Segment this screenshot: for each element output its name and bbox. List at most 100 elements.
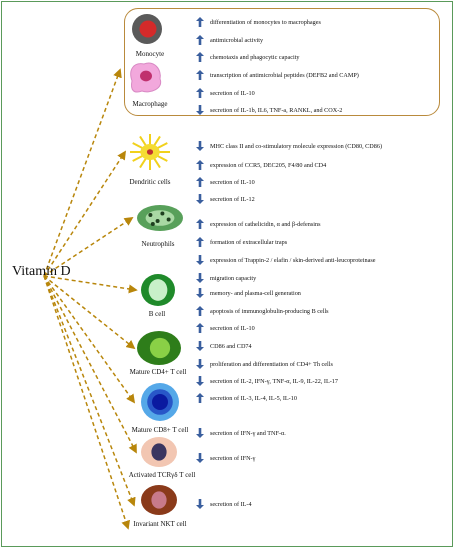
down-arrow-icon (196, 288, 204, 298)
effect-text: MHC class II and co-stimulatory molecule… (210, 142, 383, 150)
b-cell-icon (140, 273, 176, 312)
effect-row-neutrophils: expression of Trappin-2 / elafin / skin-… (196, 254, 375, 266)
cell-label-cd8: Mature CD8+ T cell (131, 426, 189, 434)
up-arrow-icon (196, 306, 204, 316)
effect-text: formation of extracellular traps (210, 238, 288, 246)
connector-arrow-6 (43, 275, 137, 454)
effect-row-dendritic: secretion of IL-12 (196, 193, 255, 205)
effect-row-bcell: CD86 and CD74 (196, 340, 252, 352)
down-arrow-icon (196, 141, 204, 151)
cell-label-macrophage: Macrophage (132, 100, 168, 108)
up-arrow-icon (196, 17, 204, 27)
effect-text: expression of CCR5, DEC205, F4/80 and CD… (210, 161, 327, 169)
up-arrow-icon (196, 219, 204, 229)
connector-arrow-2 (43, 217, 134, 277)
down-arrow-icon (196, 341, 204, 351)
effect-text: secretion of IL-4 (210, 500, 252, 508)
effect-text: expression of Trappin-2 / elafin / skin-… (210, 256, 376, 264)
cell-label-monocyte: Monocyte (135, 50, 165, 58)
effect-row-nkt: secretion of IL-4 (196, 498, 252, 510)
effect-row-neutrophils: expression of cathelicidin, α and β-defe… (196, 218, 321, 230)
cell-label-cd4: Mature CD4+ T cell (129, 368, 187, 376)
monocyte-cell-icon (130, 12, 164, 51)
down-arrow-icon (196, 376, 204, 386)
effect-row-monocyte: transcription of antimicrobial peptides … (196, 69, 359, 81)
effect-text: secretion of IL-2, IFN-γ, TNF-α, IL-9, I… (210, 377, 338, 385)
effect-row-monocyte: secretion of IL-10 (196, 87, 255, 99)
cell-label-nkt: Invariant NKT cell (133, 520, 187, 528)
up-arrow-icon (196, 70, 204, 80)
effect-row-monocyte: chemotaxis and phagocytic capacity (196, 51, 300, 63)
effect-row-neutrophils: migration capacity (196, 272, 256, 284)
connector-arrow-7 (43, 275, 136, 507)
effect-text: transcription of antimicrobial peptides … (210, 71, 359, 79)
effect-text: secretion of IL-1b, IL6, TNF-a, RANKL, a… (210, 106, 343, 114)
effect-row-cd8: secretion of IFN-γ and TNF-α. (196, 427, 286, 439)
effect-row-dendritic: secretion of IL-10 (196, 176, 255, 188)
down-arrow-icon (196, 255, 204, 265)
up-arrow-icon (196, 393, 204, 403)
effect-row-monocyte: secretion of IL-1b, IL6, TNF-a, RANKL, a… (196, 104, 342, 116)
up-arrow-icon (196, 177, 204, 187)
cd4-t-cell-icon (136, 330, 182, 371)
dendritic-cell-icon (128, 132, 172, 177)
effect-text: secretion of IL-10 (210, 324, 255, 332)
monocyte-macrophage-group-box (124, 8, 440, 116)
nkt-cell-icon (140, 484, 178, 521)
up-arrow-icon (196, 323, 204, 333)
effect-text: secretion of IFN-γ (210, 454, 256, 462)
effect-text: apoptosis of immunoglobulin-producing B … (210, 307, 329, 315)
connector-arrow-1 (43, 150, 126, 277)
connector-arrow-0 (43, 68, 122, 277)
down-arrow-icon (196, 194, 204, 204)
connector-arrow-8 (43, 275, 130, 530)
effect-text: memory- and plasma-cell generation (210, 289, 301, 297)
effect-row-bcell: secretion of IL-10 (196, 322, 255, 334)
effect-row-bcell: apoptosis of immunoglobulin-producing B … (196, 305, 329, 317)
neutrophil-cell-icon (136, 203, 184, 238)
up-arrow-icon (196, 237, 204, 247)
effect-row-bcell: memory- and plasma-cell generation (196, 287, 301, 299)
down-arrow-icon (196, 499, 204, 509)
effect-text: migration capacity (210, 274, 257, 282)
effect-row-neutrophils: formation of extracellular traps (196, 236, 287, 248)
effect-text: secretion of IL-10 (210, 178, 255, 186)
effect-text: proliferation and differentiation of CD4… (210, 360, 333, 368)
effect-text: chemotaxis and phagocytic capacity (210, 53, 300, 61)
effect-text: CD86 and CD74 (210, 342, 252, 350)
up-arrow-icon (196, 52, 204, 62)
down-arrow-icon (196, 105, 204, 115)
tcr-gamma-delta-t-cell-icon (140, 436, 178, 473)
effect-text: secretion of IL-12 (210, 195, 255, 203)
effect-text: secretion of IL-3, IL-4, IL-5, IL-10 (210, 394, 297, 402)
effect-row-dendritic: MHC class II and co-stimulatory molecule… (196, 140, 382, 152)
connector-arrow-3 (43, 275, 138, 294)
effect-text: expression of cathelicidin, α and β-defe… (210, 220, 321, 228)
effect-row-monocyte: antimicrobial activity (196, 34, 263, 46)
up-arrow-icon (196, 35, 204, 45)
effect-row-dendritic: expression of CCR5, DEC205, F4/80 and CD… (196, 159, 326, 171)
effect-row-tcrgd: secretion of IFN-γ (196, 452, 255, 464)
up-arrow-icon (196, 88, 204, 98)
down-arrow-icon (196, 359, 204, 369)
cell-label-dendritic: Dendritic cells (129, 178, 171, 186)
down-arrow-icon (196, 273, 204, 283)
cell-label-tcrgd: Activated TCRγδ T cell (128, 471, 196, 479)
cell-label-neutrophils: Neutrophils (141, 240, 175, 248)
root-node-vitamin-d: Vitamin D (12, 264, 71, 279)
macrophage-cell-icon (126, 58, 166, 101)
effect-text: differentiation of monocytes to macropha… (210, 18, 321, 26)
effect-row-cd4: secretion of IL-2, IFN-γ, TNF-α, IL-9, I… (196, 375, 338, 387)
cell-label-bcell: B cell (148, 310, 166, 318)
connector-arrow-5 (43, 275, 136, 404)
down-arrow-icon (196, 428, 204, 438)
effect-text: secretion of IFN-γ and TNF-α. (210, 429, 286, 437)
effect-row-cd4: proliferation and differentiation of CD4… (196, 358, 333, 370)
connector-arrow-4 (43, 275, 136, 350)
up-arrow-icon (196, 160, 204, 170)
effect-text: antimicrobial activity (210, 36, 264, 44)
effect-row-monocyte: differentiation of monocytes to macropha… (196, 16, 321, 28)
